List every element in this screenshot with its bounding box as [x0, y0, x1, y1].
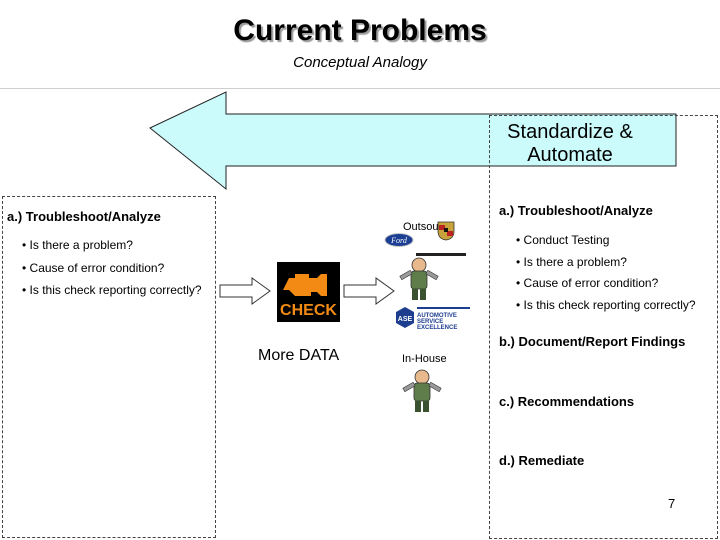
page-subtitle: Conceptual Analogy: [293, 54, 427, 71]
check-engine-text: CHECK: [280, 302, 337, 319]
page-title: Current Problems: [233, 14, 487, 47]
svg-text:SERVICE: SERVICE: [417, 319, 443, 325]
header-divider: [0, 88, 720, 89]
svg-text:AUTOMOTIVE: AUTOMOTIVE: [417, 313, 457, 319]
right-heading-c: c.) Recommendations: [499, 394, 635, 409]
left-panel: [2, 196, 216, 538]
more-data-label: More DATA: [258, 347, 340, 364]
svg-text:EXCELLENCE: EXCELLENCE: [417, 325, 457, 331]
ford-logo-icon: Ford: [384, 233, 414, 247]
right-bullet-2: • Is there a problem?: [516, 255, 627, 269]
right-bullet-3: • Cause of error condition?: [516, 276, 659, 290]
arrow-label-line1: Standardize &: [507, 121, 633, 143]
arrow-label-line2: Automate: [527, 144, 613, 166]
right-bullet-4: • Is this check reporting correctly?: [516, 298, 696, 312]
right-heading-a: a.) Troubleshoot/Analyze: [499, 203, 653, 218]
left-bullet-1: • Is there a problem?: [22, 238, 133, 252]
flow-arrow-right: [343, 277, 395, 305]
mechanic-inhouse-icon: [402, 369, 442, 412]
svg-text:ASE: ASE: [398, 316, 413, 323]
standardize-arrow-shape: [149, 91, 677, 191]
left-bullet-2: • Cause of error condition?: [22, 261, 165, 275]
check-engine-icon: CHECK: [277, 262, 340, 322]
mechanic-outsource-icon: [399, 257, 439, 300]
porsche-crest-icon: [437, 221, 455, 241]
left-panel-heading: a.) Troubleshoot/Analyze: [7, 209, 161, 224]
svg-text:Ford: Ford: [390, 236, 408, 245]
right-bullet-1: • Conduct Testing: [516, 233, 610, 247]
arrow-label: Standardize & Automate: [470, 121, 670, 167]
right-panel: [489, 115, 718, 539]
page-number: 7: [668, 496, 676, 511]
ase-logo-icon: ASE AUTOMOTIVE SERVICE EXCELLENCE: [396, 307, 470, 331]
flow-arrow-left: [219, 277, 271, 305]
right-heading-d: d.) Remediate: [499, 453, 585, 468]
brand-wordmark-icon: [416, 253, 466, 256]
left-bullet-3: • Is this check reporting correctly?: [22, 283, 202, 297]
right-heading-b: b.) Document/Report Findings: [499, 334, 686, 349]
inhouse-label: In-House: [402, 353, 447, 365]
